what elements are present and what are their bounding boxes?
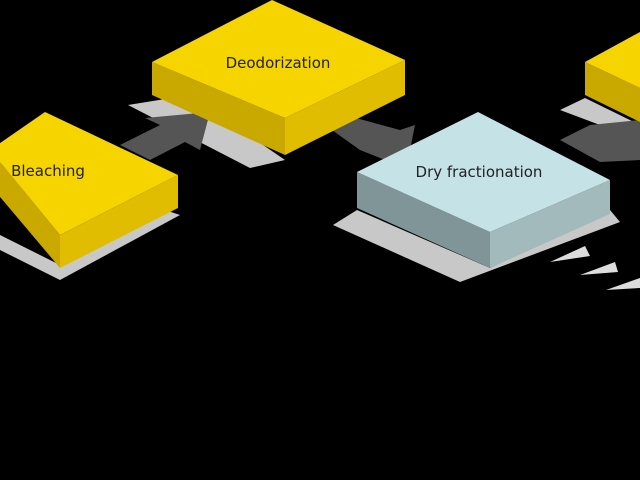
arrow-bleaching-to-deodorization [120,112,210,160]
step-bleaching: Bleaching [0,112,178,268]
arrow-dry-fractionation-to-next [560,120,640,162]
step-label: Deodorization [226,54,331,72]
step-next-partial [585,32,640,122]
arrow-deodorization-to-dry-fractionation [325,115,415,160]
dry-fractionation-shadow [333,210,620,282]
step-label: Dry fractionation [416,163,543,181]
step-dry-fractionation: Dry fractionation [357,112,610,268]
dash-3 [606,278,640,290]
step-label: Bleaching [11,162,85,180]
dash-2 [580,262,618,275]
deodorization-shadow [128,95,285,168]
step-deodorization: Deodorization [152,0,405,155]
dash-1 [550,246,590,262]
